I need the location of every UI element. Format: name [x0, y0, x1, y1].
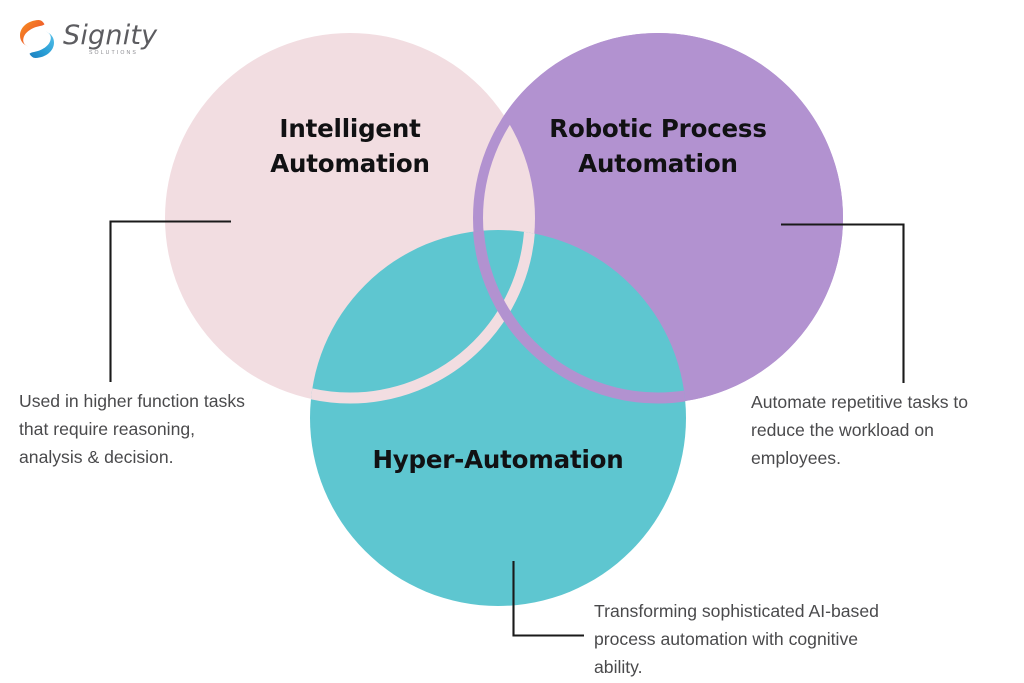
overlap-rings [310, 230, 686, 404]
brand-wordmark-block: Signity SOLUTIONS [63, 22, 157, 56]
brand-tagline: SOLUTIONS [89, 49, 138, 56]
circle-intelligent-automation-ring-overlay [310, 230, 536, 404]
label-robotic-process-automation: Robotic Process Automation [540, 112, 776, 182]
label-line-1: Intelligent [279, 114, 421, 143]
label-line-1: Robotic Process [549, 114, 767, 143]
label-line-2: Automation [270, 148, 430, 178]
circle-robotic-process-automation-ring-overlay [472, 230, 686, 404]
connector-bottom [512, 561, 584, 637]
label-line-2: Automation [578, 148, 738, 178]
label-line-1: Hyper-Automation [372, 445, 624, 474]
brand-logo[interactable]: Signity SOLUTIONS [18, 18, 157, 60]
callout-text-intelligent-automation: Used in higher function tasks that requi… [19, 391, 245, 467]
label-hyper-automation: Hyper-Automation [348, 443, 648, 478]
connector-left [109, 220, 231, 382]
signity-swoosh-logo-icon [20, 20, 54, 58]
callout-text-hyper-automation: Transforming sophisticated AI-based proc… [594, 601, 879, 677]
connector-right [781, 223, 905, 383]
brand-name: Signity [63, 19, 158, 51]
circle-hyper-automation[interactable] [310, 230, 686, 606]
label-intelligent-automation: Intelligent Automation [232, 112, 468, 182]
callout-text-robotic-process-automation: Automate repetitive tasks to reduce the … [751, 392, 969, 468]
